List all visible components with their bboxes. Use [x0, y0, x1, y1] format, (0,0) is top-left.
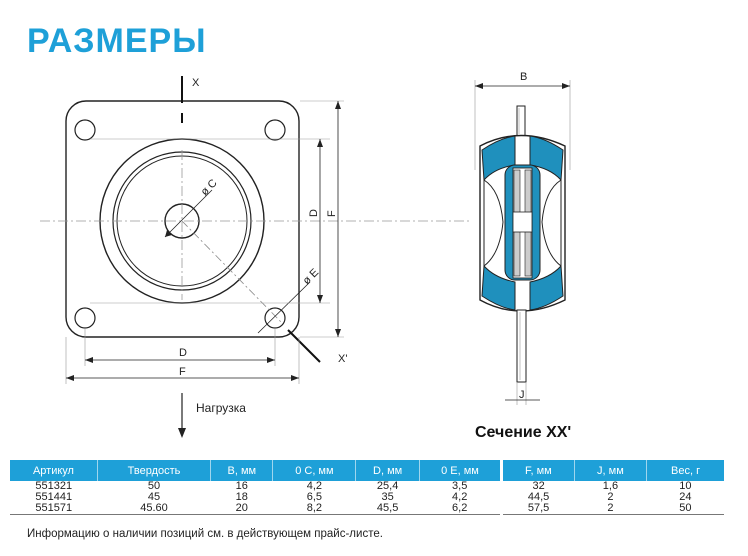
table-cell: 57,5: [527, 502, 550, 514]
col-header-e: 0 E, мм: [418, 460, 500, 481]
dim-c-label: ø C: [199, 177, 220, 198]
table-cell: 3,5: [452, 480, 468, 492]
footnote: Информацию о наличии позиций см. в дейст…: [27, 528, 383, 540]
table-cell: 45: [147, 491, 161, 503]
table-cell: 2: [607, 502, 614, 514]
dim-f-vertical-label: F: [326, 210, 338, 217]
mount-hole-bl: [74, 307, 96, 329]
table-row: 57,5 2 50: [503, 503, 724, 515]
mount-hole-tl: [74, 119, 96, 141]
table-cell: 10: [679, 480, 692, 492]
table-header-row: Артикул Твердость B, мм 0 C, мм D, мм 0 …: [10, 460, 500, 481]
cross-section: [474, 80, 571, 405]
col-header-b: B, мм: [210, 460, 273, 481]
col-header-hardness: Твердость: [96, 460, 211, 481]
axis-x-label: X: [192, 77, 200, 89]
page-title: РАЗМЕРЫ: [27, 22, 207, 60]
mount-hole-tr: [264, 119, 286, 141]
col-header-article: Артикул: [10, 460, 98, 481]
col-header-d: D, мм: [355, 460, 420, 481]
table-cell: 4,2: [306, 480, 323, 492]
table-cell: 6,2: [452, 502, 468, 514]
col-header-j: J, мм: [573, 460, 647, 481]
table-cell: 18: [235, 491, 248, 503]
table-cell: 551321: [35, 480, 73, 492]
table-row: 44,5 2 24: [503, 492, 724, 503]
dim-b-label: B: [520, 71, 527, 83]
table-cell: 1,6: [602, 480, 619, 492]
table-cell: 45,5: [376, 502, 399, 514]
table-cell: 50: [679, 502, 692, 514]
dim-e-label: ø E: [301, 267, 322, 288]
table-cell: 44,5: [527, 491, 550, 503]
table-row: 551321 50 16 4,2 25,4 3,5: [10, 481, 500, 492]
rubber-bottom-left: [481, 264, 516, 311]
table-cell: 25,4: [376, 480, 399, 492]
table-cell: 50: [147, 480, 161, 492]
spec-table-left: Артикул Твердость B, мм 0 C, мм D, мм 0 …: [10, 460, 500, 515]
table-row: 32 1,6 10: [503, 481, 724, 492]
section-caption: Сечение XX': [475, 424, 572, 441]
col-header-weight: Вес, г: [646, 460, 724, 481]
spec-table-right: F, мм J, мм Вес, г 32 1,6 10 44,5 2 24 5…: [503, 460, 724, 515]
dim-j-label: J: [519, 389, 525, 401]
table-cell: 16: [235, 480, 248, 492]
table-cell: 45.60: [140, 502, 168, 514]
table-cell: 20: [235, 502, 248, 514]
table-cell: 8,2: [306, 502, 323, 514]
dim-d-horizontal-label: D: [179, 347, 187, 359]
table-row: 551571 45.60 20 8,2 45,5 6,2: [10, 503, 500, 515]
table-cell: 24: [679, 491, 692, 503]
table-cell: 4,2: [452, 491, 468, 503]
table-cell: 6,5: [306, 491, 323, 503]
mount-hole-br: [264, 307, 286, 329]
table-cell: 35: [381, 491, 394, 503]
table-header-row: F, мм J, мм Вес, г: [503, 460, 724, 481]
table-row: 551441 45 18 6,5 35 4,2: [10, 492, 500, 503]
rubber-bottom-right: [529, 264, 564, 311]
table-cell: 2: [607, 491, 614, 503]
load-label: Нагрузка: [196, 401, 246, 415]
axis-x-prime-label: X': [338, 353, 347, 365]
table-cell: 551571: [35, 502, 73, 514]
table-cell: 551441: [35, 491, 73, 503]
dim-d-vertical-label: D: [308, 209, 320, 217]
top-view: [40, 76, 470, 438]
col-header-c: 0 C, мм: [272, 460, 356, 481]
dim-f-horizontal-label: F: [179, 366, 186, 378]
col-header-f: F, мм: [503, 460, 575, 481]
table-cell: 32: [532, 480, 545, 492]
